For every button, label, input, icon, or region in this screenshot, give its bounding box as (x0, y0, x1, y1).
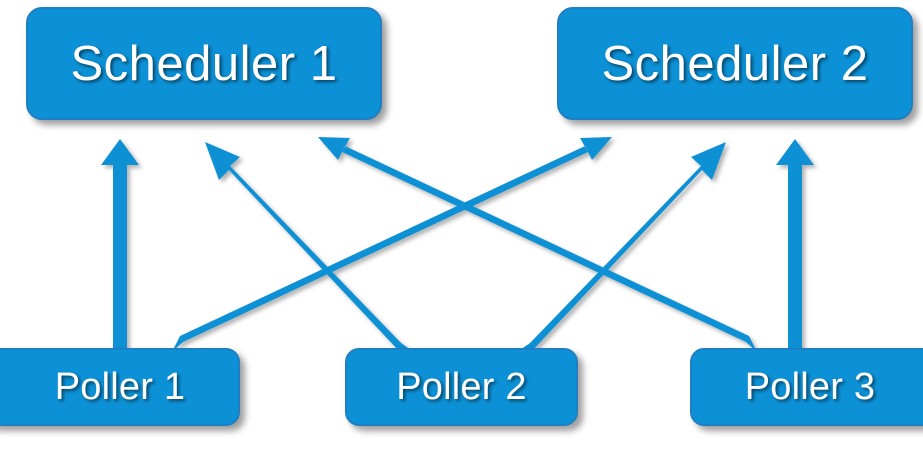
node-poller-2[interactable]: Poller 2 (345, 348, 578, 426)
edge-poller-2-to-scheduler-2 (517, 142, 726, 352)
edge-poller-3-to-scheduler-1 (318, 137, 757, 352)
edge-poller-1-to-scheduler-1 (101, 139, 139, 352)
node-scheduler-2[interactable]: Scheduler 2 (557, 7, 913, 120)
edge-poller-3-to-scheduler-2 (776, 139, 814, 352)
node-scheduler-1-label: Scheduler 1 (70, 36, 338, 91)
node-scheduler-1[interactable]: Scheduler 1 (26, 7, 382, 120)
edge-poller-2-to-scheduler-1 (205, 142, 414, 352)
edge-poller-1-to-scheduler-2 (172, 137, 612, 352)
node-scheduler-2-label: Scheduler 2 (601, 36, 869, 91)
node-poller-1[interactable]: Poller 1 (0, 348, 240, 426)
node-poller-2-label: Poller 2 (396, 365, 527, 408)
node-poller-1-label: Poller 1 (54, 365, 186, 408)
node-poller-3[interactable]: Poller 3 (690, 348, 923, 426)
node-poller-3-label: Poller 3 (744, 365, 876, 408)
